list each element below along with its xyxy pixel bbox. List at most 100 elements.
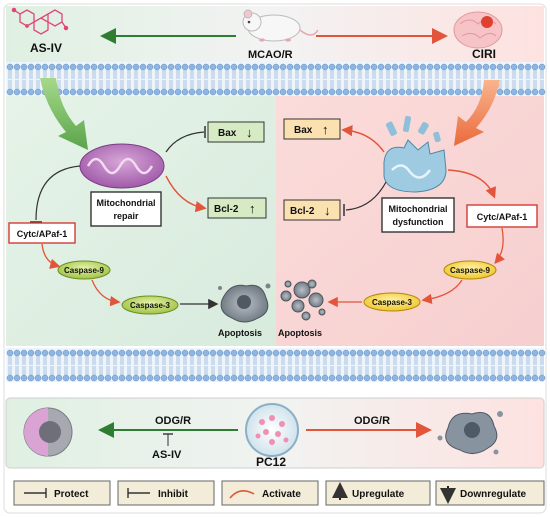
right-bcl2-label: Bcl-2	[290, 206, 315, 217]
healthy-cell-icon	[23, 407, 73, 457]
mito-dysfunction-label-2: dysfunction	[393, 217, 444, 227]
lipid-tail	[372, 356, 376, 365]
right-cytc-label: Cytc/APaf-1	[477, 212, 528, 222]
lipid-tail	[386, 356, 390, 365]
right-bax-up-arrow: ↑	[322, 122, 329, 137]
lipid-head	[167, 63, 175, 71]
lipid-tail	[351, 356, 355, 365]
lipid-tail	[288, 80, 292, 89]
lipid-tail	[414, 80, 418, 89]
lipid-tail	[176, 70, 180, 79]
lipid-tail	[477, 356, 481, 365]
lipid-tail	[197, 366, 201, 375]
lipid-head	[6, 63, 14, 71]
lipid-head	[160, 63, 168, 71]
lipid-tail	[253, 70, 257, 79]
lipid-tail	[295, 70, 299, 79]
lipid-tail	[456, 366, 460, 375]
lipid-head	[209, 349, 217, 357]
cytc-activates-casp9-left	[41, 243, 61, 269]
lipid-tail	[505, 80, 509, 89]
lipid-head	[76, 63, 84, 71]
lipid-tail	[162, 356, 166, 365]
lipid-tail	[267, 80, 271, 89]
lipid-head	[69, 349, 77, 357]
lipid-head	[419, 88, 427, 96]
lipid-tail	[183, 80, 187, 89]
lipid-head	[314, 374, 322, 382]
lipid-head	[104, 88, 112, 96]
mcaor-label: MCAO/R	[248, 49, 293, 61]
lipid-head	[405, 88, 413, 96]
lipid-tail	[71, 356, 75, 365]
lipid-head	[370, 63, 378, 71]
lipid-head	[13, 374, 21, 382]
lipid-tail	[218, 70, 222, 79]
lipid-tail	[141, 356, 145, 365]
lipid-head	[258, 374, 266, 382]
lipid-head	[139, 374, 147, 382]
lipid-head	[34, 349, 42, 357]
lipid-tail	[29, 366, 33, 375]
lipid-tail	[288, 366, 292, 375]
lipid-head	[328, 374, 336, 382]
lipid-head	[531, 349, 539, 357]
lipid-tail	[50, 70, 54, 79]
lipid-head	[538, 374, 546, 382]
lipid-tail	[106, 366, 110, 375]
lipid-head	[510, 349, 518, 357]
bottom-left-odgr-label: ODG/R	[155, 415, 191, 427]
lipid-tail	[512, 80, 516, 89]
lipid-tail	[281, 366, 285, 375]
lipid-head	[279, 374, 287, 382]
right-casp3-label: Caspase-3	[372, 298, 413, 307]
lipid-tail	[43, 70, 47, 79]
lipid-head	[461, 63, 469, 71]
right-apoptosis-label: Apoptosis	[278, 328, 322, 338]
lipid-tail	[127, 70, 131, 79]
lipid-tail	[113, 356, 117, 365]
lipid-tail	[267, 70, 271, 79]
mito-repair-label-1: Mitochondrial	[97, 198, 156, 208]
lipid-head	[447, 349, 455, 357]
lipid-tail	[85, 356, 89, 365]
upper-membrane	[6, 62, 546, 96]
lipid-tail	[64, 70, 68, 79]
pc12-label: PC12	[256, 455, 286, 469]
lipid-tail	[337, 356, 341, 365]
lipid-head	[461, 374, 469, 382]
left-casp3-ellipse	[121, 295, 179, 315]
lipid-head	[517, 374, 525, 382]
legend-upregulate-label: Upregulate	[352, 489, 405, 500]
lipid-tail	[463, 70, 467, 79]
lipid-tail	[316, 356, 320, 365]
lipid-head	[146, 63, 154, 71]
lipid-head	[167, 374, 175, 382]
lipid-tail	[365, 80, 369, 89]
lipid-tail	[295, 80, 299, 89]
lipid-tail	[386, 70, 390, 79]
casp9-activates-casp3-right	[421, 279, 463, 305]
lipid-tail	[148, 366, 152, 375]
lipid-tail	[442, 366, 446, 375]
lipid-head	[111, 374, 119, 382]
lipid-head	[188, 349, 196, 357]
lipid-tail	[421, 366, 425, 375]
lipid-head	[139, 349, 147, 357]
lipid-tail	[302, 356, 306, 365]
lipid-head	[454, 349, 462, 357]
right-cytc-box	[466, 204, 538, 228]
lipid-head	[433, 374, 441, 382]
lipid-tail	[379, 80, 383, 89]
lipid-tail	[498, 70, 502, 79]
lipid-tail	[316, 80, 320, 89]
lipid-head	[34, 88, 42, 96]
lipid-head	[489, 374, 497, 382]
bottom-asiv-label: AS-IV	[152, 449, 182, 461]
lipid-head	[356, 349, 364, 357]
lipid-head	[419, 374, 427, 382]
lipid-head	[475, 63, 483, 71]
lipid-head	[412, 349, 420, 357]
left-cytc-box	[8, 222, 76, 244]
left-bcl2-box	[207, 197, 267, 219]
